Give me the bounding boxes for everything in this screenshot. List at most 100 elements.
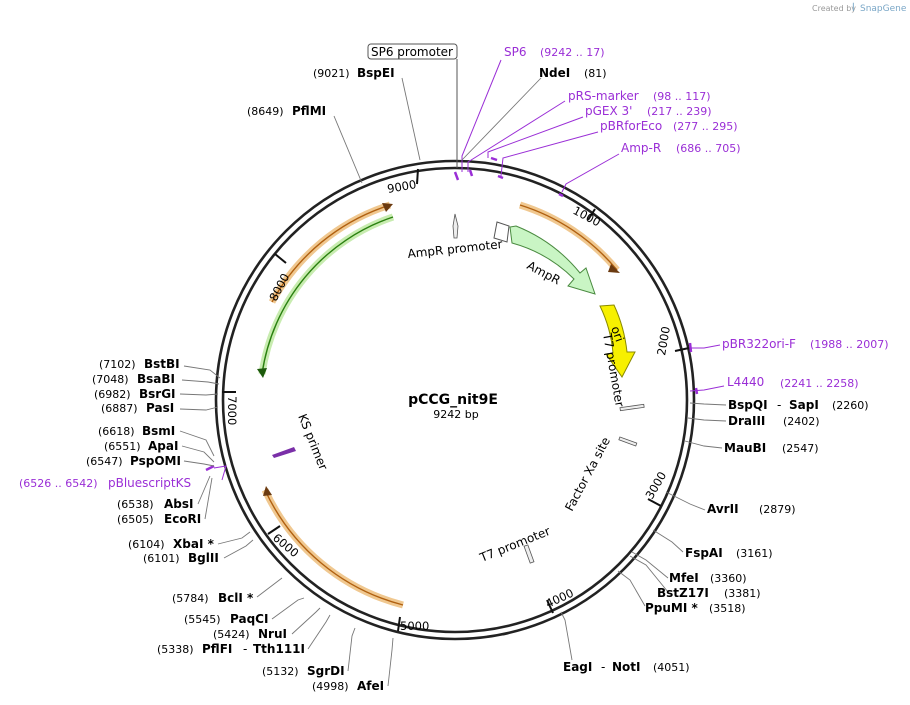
- snapgene-logo-icon: ꟾ: [852, 2, 855, 14]
- enzyme-pasi-name: PasI: [146, 401, 174, 415]
- tick-marks: [222, 168, 690, 632]
- enzyme-ppumi-name: PpuMI *: [645, 601, 699, 615]
- enzyme-ndei-name: NdeI: [539, 66, 570, 80]
- enzyme-nrui-pos: (5424): [213, 628, 250, 641]
- enzyme-bstbi-name: BstBI: [144, 357, 180, 371]
- green-arc-left-line: [261, 216, 394, 375]
- enzyme-pspomi-name: PspOMI: [130, 454, 181, 468]
- primer-marks: [205, 156, 699, 472]
- enzyme-xbai-pos: (6104): [128, 538, 165, 551]
- enzyme-mfei-pos: (3360): [710, 572, 747, 585]
- factor-xa-mark: [618, 436, 638, 447]
- enzyme-paqci-name: PaqCI: [230, 612, 268, 626]
- enzyme-eagi-sep: -: [601, 660, 605, 674]
- enzyme-pflfi-name: PflFI: [202, 642, 232, 656]
- primer-leaders: [213, 59, 725, 481]
- enzyme-bsrgi-pos: (6982): [94, 388, 131, 401]
- enzyme-tth111i-name: Tth111I: [253, 642, 305, 656]
- ori-label: ori: [608, 324, 626, 343]
- credit-prefix: Created by: [812, 4, 856, 13]
- enzyme-pflfi-pos: (5338): [157, 643, 194, 656]
- enzyme-sgrdi-pos: (5132): [262, 665, 299, 678]
- enzyme-ecori-pos: (6505): [117, 513, 154, 526]
- green-arrowhead: [257, 368, 267, 378]
- primer-l4440-name: L4440: [727, 375, 764, 389]
- primer-ampr-name: Amp-R: [621, 141, 661, 155]
- primer-pbr-range: (277 .. 295): [673, 120, 738, 133]
- enzyme-apai-pos: (6551): [104, 440, 141, 453]
- enzyme-maubi-name: MauBI: [724, 441, 766, 455]
- enzyme-afei-name: AfeI: [357, 679, 384, 693]
- enzyme-draiii-name: DraIII: [728, 414, 765, 428]
- enzyme-bglii-pos: (6101): [143, 552, 180, 565]
- enzyme-bsabi-pos: (7048): [92, 373, 129, 386]
- plasmid-name: pCCG_nit9E: [408, 392, 498, 408]
- enzyme-sapi-name: SapI: [789, 398, 819, 412]
- primer-pbluescript-range: (6526 .. 6542): [19, 477, 98, 490]
- orange-arrowhead-1: [608, 264, 620, 273]
- credit-brand: SnapGene: [860, 4, 907, 14]
- enzyme-pflfi-sep: -: [243, 642, 247, 656]
- orange-arc-left-line: [271, 204, 391, 303]
- ampr-feature: [509, 225, 596, 295]
- primer-sp6-name: SP6: [504, 45, 527, 59]
- primer-prs-name: pRS-marker: [568, 89, 639, 103]
- enzyme-fspai-pos: (3161): [736, 547, 773, 560]
- enzyme-bcli-pos: (5784): [172, 592, 209, 605]
- enzyme-absi-name: AbsI: [164, 497, 193, 511]
- enzyme-nrui-name: NruI: [258, 627, 287, 641]
- enzyme-leaders: [179, 77, 727, 687]
- enzyme-bsrgi-name: BsrGI: [139, 387, 176, 401]
- enzyme-bsabi-name: BsaBI: [137, 372, 175, 386]
- enzyme-bglii-name: BglII: [188, 551, 219, 565]
- enzyme-bspei-pos: (9021): [313, 67, 350, 80]
- t7-promoter-mark-1: [619, 403, 645, 412]
- primer-pbr322-name: pBR322ori-F: [722, 337, 796, 351]
- primer-sp6-range: (9242 .. 17): [540, 46, 605, 59]
- enzyme-bspqi-sep: -: [777, 398, 781, 412]
- enzyme-xbai-name: XbaI *: [173, 537, 215, 551]
- enzyme-noti-name: NotI: [612, 660, 641, 674]
- enzyme-absi-pos: (6538): [117, 498, 154, 511]
- enzyme-bstz17i-name: BstZ17I: [657, 586, 709, 600]
- ks-primer-label: KS primer: [295, 412, 330, 472]
- t7-promoter-label-2: T7 promoter: [477, 524, 552, 565]
- enzyme-bstbi-pos: (7102): [99, 358, 136, 371]
- sp6-promoter-label: SP6 promoter: [371, 45, 453, 59]
- primer-pbluescript-name: pBluescriptKS: [108, 476, 191, 490]
- enzyme-bspei-name: BspEI: [357, 66, 395, 80]
- enzyme-pflmi-pos: (8649): [247, 105, 284, 118]
- tick-2000: 2000: [654, 325, 673, 356]
- enzyme-pspomi-pos: (6547): [86, 455, 123, 468]
- enzyme-draiii-pos: (2402): [783, 415, 820, 428]
- primer-pbr-name: pBRforEco: [600, 119, 662, 133]
- primer-pgex-range: (217 .. 239): [647, 105, 712, 118]
- enzyme-mfei-name: MfeI: [669, 571, 699, 585]
- enzyme-bstz17i-pos: (3381): [724, 587, 761, 600]
- plasmid-size: 9242 bp: [433, 408, 478, 421]
- enzyme-avrii-name: AvrII: [707, 502, 739, 516]
- enzyme-pflmi-name: PflMI: [292, 104, 326, 118]
- ori-feature: [599, 304, 636, 378]
- orange-arrowhead-3: [263, 486, 272, 496]
- enzyme-eagi-name: EagI: [563, 660, 592, 674]
- tick-9000: 9000: [386, 177, 417, 196]
- primer-pgex-name: pGEX 3': [585, 104, 632, 118]
- ampr-promoter-feature: [493, 221, 510, 243]
- enzyme-pasi-pos: (6887): [101, 402, 138, 415]
- t7-promoter-mark-2: [523, 544, 535, 564]
- enzyme-apai-name: ApaI: [148, 439, 178, 453]
- enzyme-bsmi-pos: (6618): [98, 425, 135, 438]
- orange-arc-upper-right-line: [519, 204, 618, 271]
- primer-prs-range: (98 .. 117): [653, 90, 711, 103]
- enzyme-ndei-pos: (81): [584, 67, 607, 80]
- tick-5000: 5000: [400, 619, 429, 633]
- enzyme-maubi-pos: (2547): [782, 442, 819, 455]
- enzyme-fspai-name: FspAI: [685, 546, 723, 560]
- orange-arrowhead-2: [382, 203, 393, 212]
- sp6-promoter-mark: [452, 213, 459, 239]
- enzyme-sgrdi-name: SgrDI: [307, 664, 345, 678]
- enzyme-ecori-name: EcoRI: [164, 512, 201, 526]
- enzyme-afei-pos: (4998): [312, 680, 349, 693]
